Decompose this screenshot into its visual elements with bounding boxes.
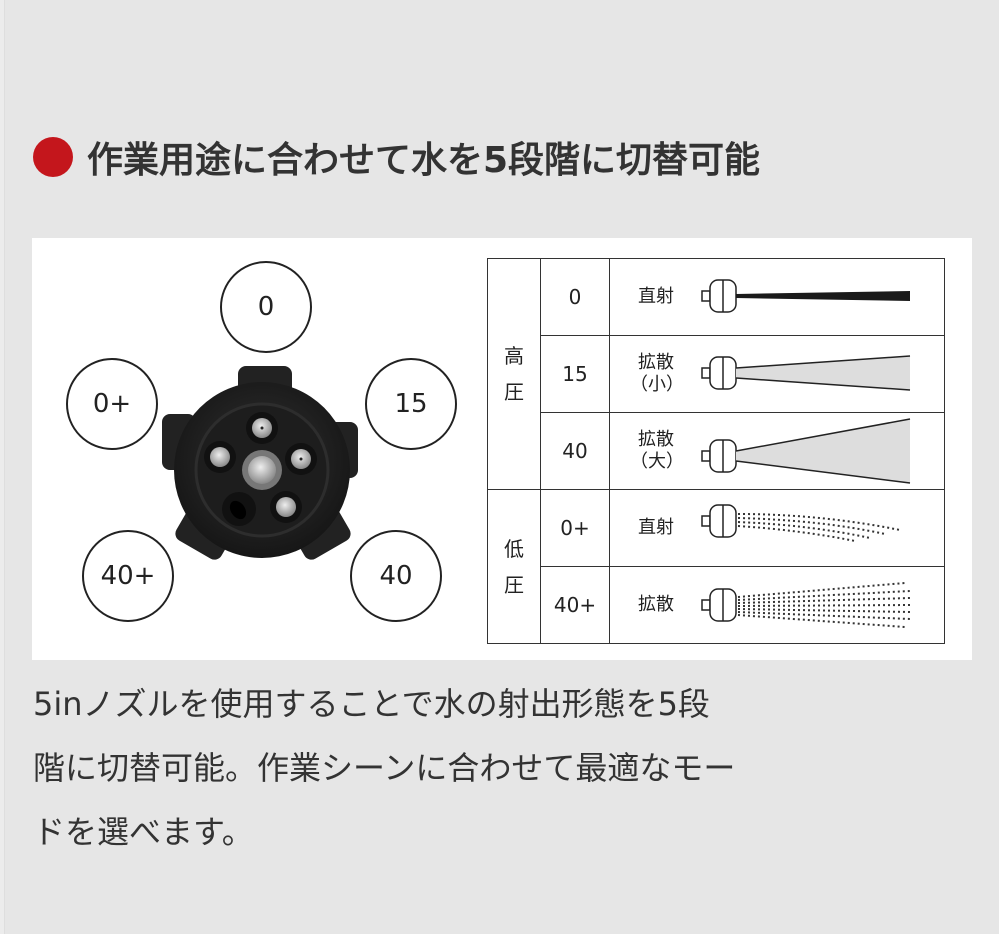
table-row: 40 拡散 （大） [488, 412, 945, 490]
dial-label-text: 40+ [100, 561, 156, 591]
dial-label-0: 0 [220, 261, 312, 353]
pattern-label: 拡散 （大） [630, 429, 684, 473]
page-edge [0, 0, 5, 934]
red-bullet-icon [33, 137, 73, 177]
setting-cell: 40 [540, 412, 610, 490]
description-line: 5inノズルを使用することで水の射出形態を5段 [33, 685, 710, 723]
pattern-cell: 拡散 （大） [609, 412, 945, 490]
table-row: 低 圧 0+ 直射 [487, 489, 945, 644]
pressure-char: 高 [504, 344, 524, 368]
pattern-label: 直射 [638, 286, 674, 307]
setting-cell: 0+ [540, 489, 610, 567]
narrow-fan-icon [701, 355, 911, 391]
description-text: 5inノズルを使用することで水の射出形態を5段 階に切替可能。作業シーンに合わせ… [33, 672, 973, 864]
spray-modes-table: 高 圧 0 直射 15 拡散 （小） [487, 258, 945, 644]
setting-cell: 15 [540, 335, 610, 413]
pattern-cell: 直射 [609, 258, 945, 336]
dial-label-text: 15 [394, 389, 428, 419]
pressure-high-cell: 高 圧 [487, 258, 541, 490]
dial-label-text: 40 [379, 561, 413, 591]
dotted-jet-icon [701, 504, 901, 542]
section-heading: 作業用途に合わせて水を5段階に切替可能 [33, 132, 760, 182]
description-line: ドを選べます。 [33, 813, 254, 851]
pattern-label: 拡散 （小） [630, 352, 684, 396]
dial-label-text: 0 [257, 292, 275, 322]
pattern-label-line: 拡散 [638, 352, 674, 373]
table-row: 40+ 拡散 [488, 566, 945, 644]
setting-cell: 40+ [540, 566, 610, 644]
solid-jet-icon [701, 279, 910, 313]
dial-label-40plus: 40+ [82, 530, 174, 622]
dial-label-0plus: 0+ [66, 358, 158, 450]
pattern-label: 直射 [638, 517, 674, 538]
pressure-low-cell: 低 圧 [487, 489, 541, 644]
description-line: 階に切替可能。作業シーンに合わせて最適なモー [33, 749, 736, 787]
pattern-cell: 拡散 （小） [609, 335, 945, 413]
pattern-label-line: （小） [630, 374, 684, 395]
pattern-cell: 直射 [609, 489, 945, 567]
dotted-fan-icon [701, 582, 911, 628]
dial-label-15: 15 [365, 358, 457, 450]
pattern-label: 拡散 [638, 594, 674, 615]
pattern-label-line: （大） [630, 451, 684, 472]
table-row: 15 拡散 （小） [488, 335, 945, 413]
nozzle-head-icon [162, 366, 358, 560]
heading-text: 作業用途に合わせて水を5段階に切替可能 [87, 140, 761, 181]
pressure-char: 圧 [504, 380, 524, 404]
dial-label-text: 0+ [92, 389, 132, 419]
pattern-cell: 拡散 [609, 566, 945, 644]
nozzle-diagram-panel: 0 0+ 15 40+ 40 高 [32, 238, 972, 660]
wide-fan-icon [701, 418, 911, 484]
table-row: 高 圧 0 直射 [487, 258, 945, 490]
pattern-label-line: 拡散 [638, 429, 674, 450]
pressure-char: 低 [504, 536, 524, 561]
dial-label-40: 40 [350, 530, 442, 622]
setting-cell: 0 [540, 258, 610, 336]
pressure-char: 圧 [504, 572, 524, 597]
